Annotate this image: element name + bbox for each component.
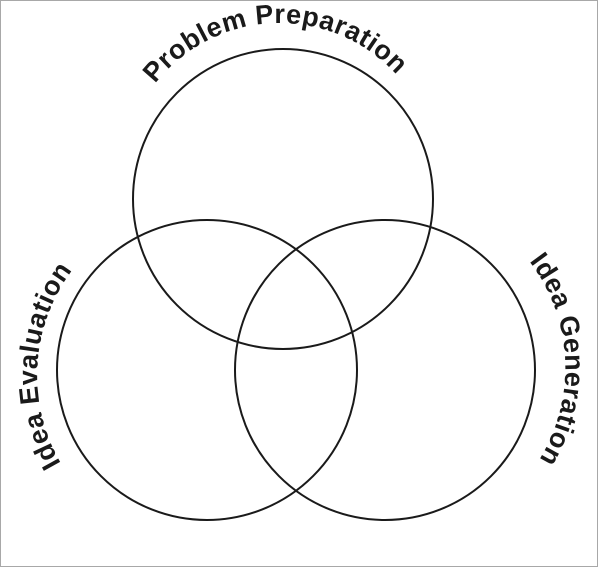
label-problem-preparation: Problem Preparation [137, 1, 414, 88]
label-idea-evaluation: Idea Evaluation [13, 256, 77, 475]
circle-idea-generation [234, 219, 536, 521]
label-idea-evaluation-text: Idea Evaluation [13, 256, 77, 475]
label-problem-preparation-text: Problem Preparation [137, 1, 414, 88]
circle-idea-evaluation [56, 219, 358, 521]
circle-problem-preparation [132, 48, 434, 350]
